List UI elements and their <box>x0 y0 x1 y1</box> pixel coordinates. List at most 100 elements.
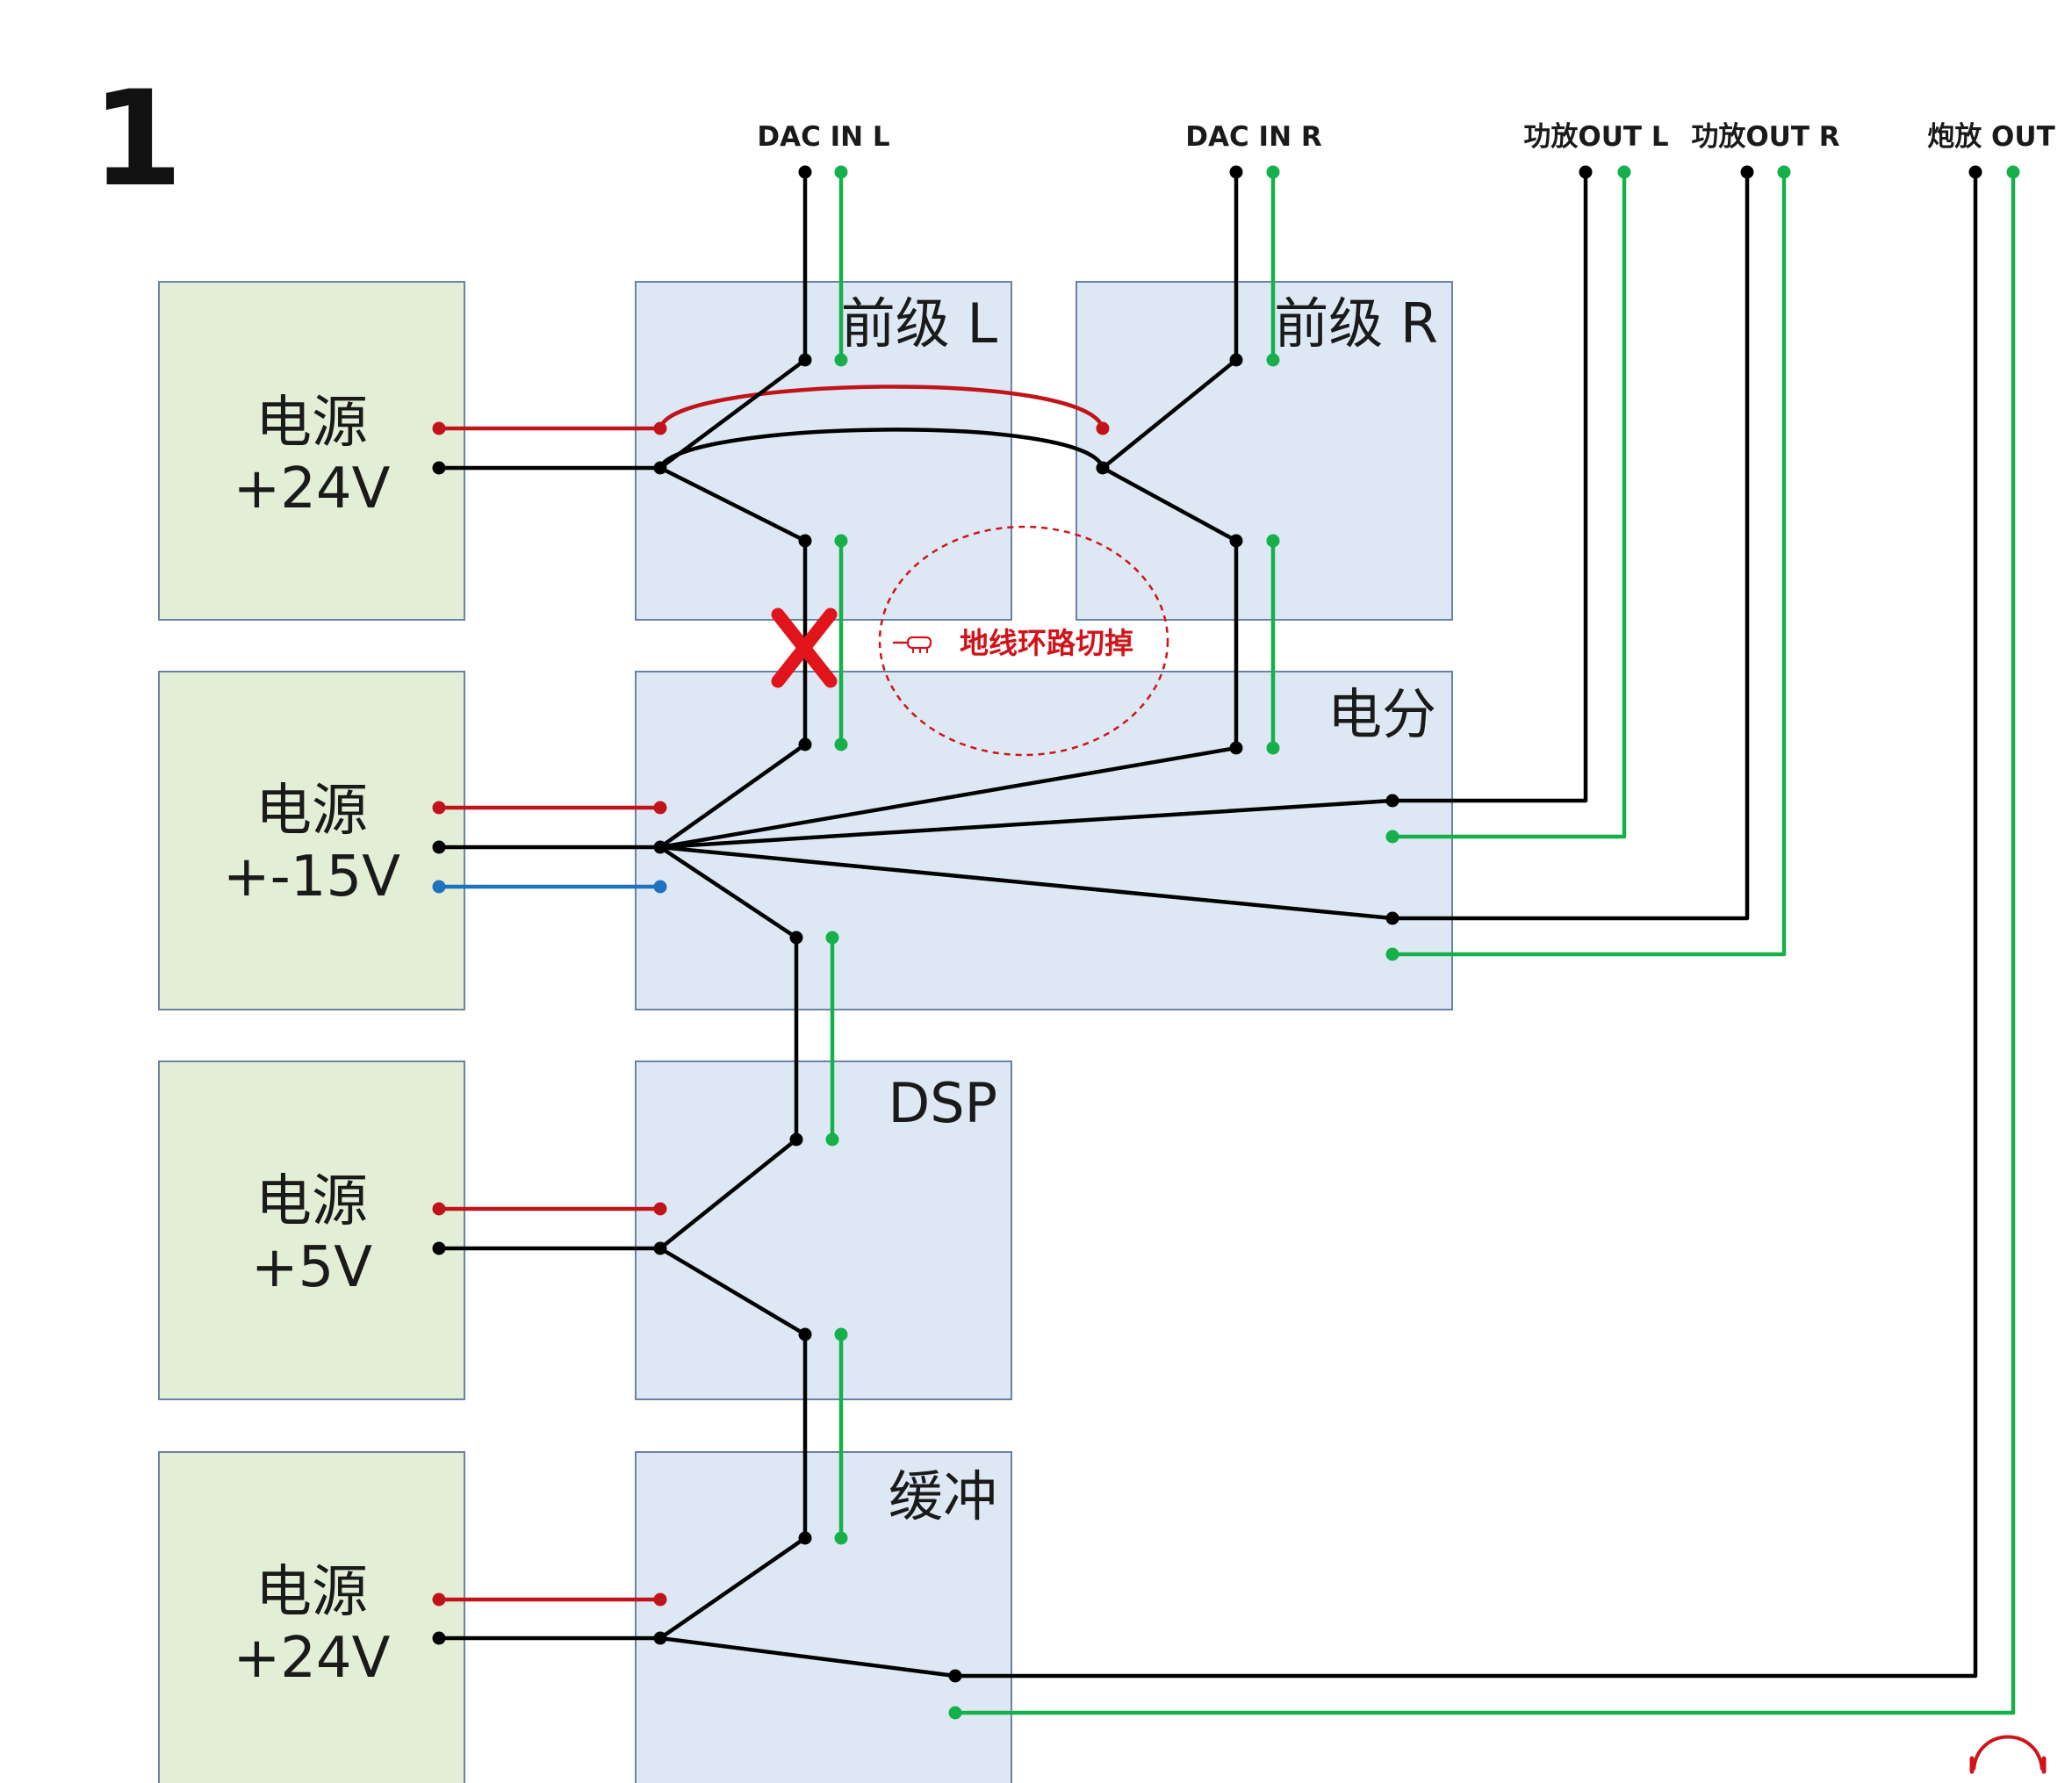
ground-node <box>653 1241 667 1255</box>
module-buffer: 缓冲 <box>635 1451 1012 1783</box>
figure-number: 1 <box>91 63 183 216</box>
ground-node <box>1385 794 1399 808</box>
power-supply-name: 电源 <box>255 1560 368 1625</box>
module-label: 前级 L <box>841 291 998 356</box>
ground-node <box>789 931 803 945</box>
ground-wire <box>1100 465 1239 543</box>
ground-jumper <box>658 428 1105 471</box>
ground-node <box>1579 165 1593 179</box>
ground-node <box>1229 534 1243 548</box>
ground-wire <box>658 845 1395 921</box>
ground-node <box>1740 165 1754 179</box>
positive-node <box>653 801 667 815</box>
power-supply-voltage: +-15V <box>223 845 400 909</box>
ground-loop-cut-annotation: 地线环路切掉 <box>771 525 1169 757</box>
signal-node <box>834 353 848 367</box>
ground-node <box>1385 911 1399 925</box>
power-supply-1: 电源 +24V <box>158 281 465 621</box>
ground-node <box>432 1241 446 1255</box>
ground-wire <box>658 745 1239 850</box>
module-label: DSP <box>889 1071 997 1135</box>
ground-node <box>432 840 446 854</box>
positive-node <box>1096 421 1110 435</box>
signal-node <box>1385 947 1399 961</box>
ground-node <box>1229 741 1243 755</box>
ground-wire <box>658 1636 958 1679</box>
ground-node <box>798 1327 812 1341</box>
signal-node <box>834 737 848 751</box>
annotation-text: 地线环路切掉 <box>960 626 1133 660</box>
ground-node <box>653 840 667 854</box>
negative-node <box>432 880 446 894</box>
ground-wire <box>658 1246 808 1337</box>
ground-wire <box>1100 357 1239 471</box>
power-supply-3: 电源 +5V <box>158 1060 465 1400</box>
signal-node <box>2006 165 2020 179</box>
signal-network <box>830 169 2016 1715</box>
pointing-hand-icon <box>892 636 932 653</box>
ground-node <box>1229 165 1243 179</box>
power-supply-name: 电源 <box>255 1169 368 1234</box>
signal-wire <box>953 169 2016 1715</box>
ground-wire <box>658 742 808 850</box>
positive-node <box>653 1592 667 1607</box>
power-supply-name: 电源 <box>255 391 368 456</box>
positive-node <box>653 1202 667 1216</box>
power-supply-4: 电源 +24V <box>158 1451 465 1783</box>
ground-node <box>798 165 812 179</box>
port-label-dac-in-r: DAC IN R <box>1185 121 1322 153</box>
positive-node <box>432 801 446 815</box>
signal-wire <box>1390 169 1787 957</box>
module-preamp-l: 前级 L <box>635 281 1012 621</box>
signal-node <box>1266 741 1280 755</box>
port-label-amp-out-r: 功放OUT R <box>1691 121 1839 153</box>
signal-wire <box>1390 169 1627 839</box>
ground-node <box>798 737 812 751</box>
ground-wire <box>1390 169 1588 803</box>
power-supply-2: 电源 +-15V <box>158 671 465 1010</box>
signal-node <box>1777 165 1791 179</box>
port-label-sub-out: 炮放 OUT <box>1927 121 2054 153</box>
positive-node <box>432 421 446 435</box>
ground-node <box>1968 165 1982 179</box>
signal-node <box>825 1132 839 1147</box>
signal-node <box>1617 165 1631 179</box>
power-supply-name: 电源 <box>255 779 368 844</box>
module-label: 前级 R <box>1274 291 1438 356</box>
ground-wire <box>658 845 799 940</box>
signal-node <box>834 534 848 548</box>
ground-network <box>658 169 1978 1679</box>
ground-node <box>432 461 446 475</box>
negative-node <box>653 880 667 894</box>
signal-node <box>948 1706 962 1720</box>
signal-node <box>834 165 848 179</box>
ground-node <box>1229 353 1243 367</box>
ground-node <box>948 1669 962 1683</box>
positive-node <box>432 1202 446 1216</box>
ground-wire <box>658 1535 808 1641</box>
port-label-dac-in-l: DAC IN L <box>757 121 889 153</box>
module-dsp: DSP <box>635 1060 1012 1400</box>
module-preamp-r: 前级 R <box>1076 281 1453 621</box>
ground-node <box>1096 461 1110 475</box>
ground-node <box>653 1631 667 1645</box>
signal-node <box>834 1531 848 1545</box>
power-supply-voltage: +24V <box>234 457 391 521</box>
ground-node <box>653 461 667 475</box>
module-label: 缓冲 <box>889 1464 997 1528</box>
port-label-amp-out-l: 功放OUT L <box>1523 121 1668 153</box>
connection-dots <box>432 165 2020 1720</box>
signal-node <box>834 1327 848 1341</box>
ground-node <box>798 353 812 367</box>
ground-node <box>789 1132 803 1147</box>
signal-node <box>825 931 839 945</box>
positive-node <box>653 421 667 435</box>
ground-wire <box>953 169 1978 1679</box>
cut-mark <box>771 608 838 688</box>
ground-node <box>798 534 812 548</box>
signal-node <box>1266 353 1280 367</box>
ground-wire <box>658 465 808 543</box>
ground-node <box>432 1631 446 1645</box>
power-supply-voltage: +5V <box>251 1235 372 1300</box>
positive-node <box>432 1592 446 1607</box>
